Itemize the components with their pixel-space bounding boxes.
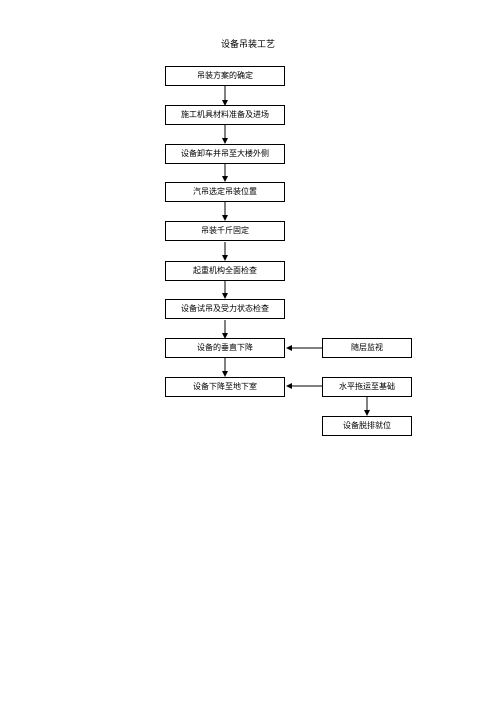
diagram-title: 设备吊装工艺 xyxy=(220,40,275,50)
flow-step-hoist-inspection: 起重机构全面检查 xyxy=(165,261,285,281)
flow-step-vertical-lowering: 设备的垂直下降 xyxy=(165,338,285,358)
flow-step-unloading: 设备卸车并吊至大楼外侧 xyxy=(165,144,285,164)
flow-step-preparation: 施工机具材料准备及进场 xyxy=(165,105,285,125)
side-step-horizontal-transport: 水平拖运至基础 xyxy=(322,377,412,397)
side-step-positioning: 设备脱排就位 xyxy=(322,416,412,436)
side-step-floor-monitoring: 随层监视 xyxy=(322,338,412,358)
flow-step-trial-lift: 设备试吊及受力状态检查 xyxy=(165,299,285,319)
flow-step-scheme: 吊装方案的确定 xyxy=(165,66,285,86)
flow-step-crane-position: 汽吊选定吊装位置 xyxy=(165,182,285,202)
flow-step-jack-fixing: 吊装千斤固定 xyxy=(165,221,285,241)
flow-step-lower-to-basement: 设备下降至地下室 xyxy=(165,377,285,397)
